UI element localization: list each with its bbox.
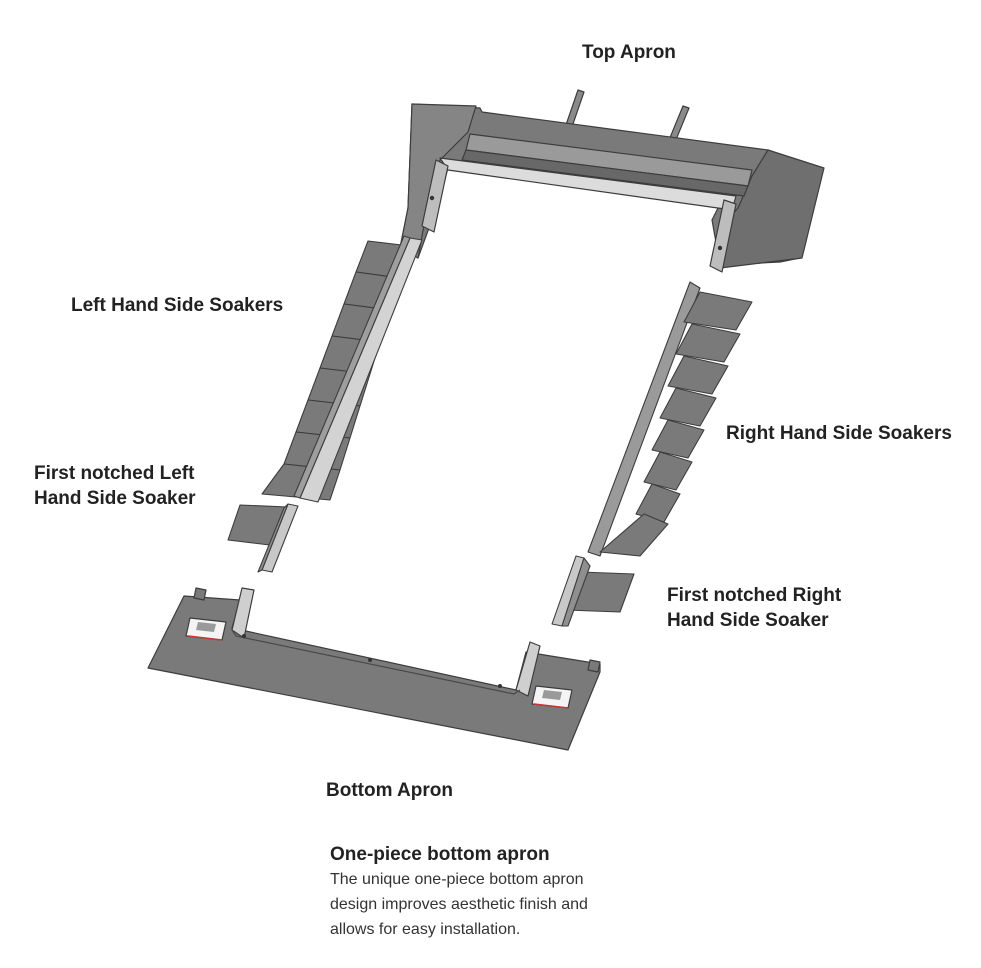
feature-note-body: The unique one-piece bottom apron design… bbox=[330, 867, 650, 942]
feature-note-line-3: allows for easy installation. bbox=[330, 921, 521, 938]
bottom-apron-sticker-left bbox=[185, 617, 227, 641]
label-first-right-soaker-line-1: First notched Right bbox=[667, 585, 842, 606]
label-first-right-soaker-line-2: Hand Side Soaker bbox=[667, 610, 829, 631]
first-notched-left-soaker bbox=[227, 503, 299, 573]
label-top-apron: Top Apron bbox=[582, 42, 676, 63]
top-apron-right-upstand bbox=[709, 199, 737, 273]
first-notched-right-soaker bbox=[551, 555, 635, 627]
label-first-left-soaker-line-2: Hand Side Soaker bbox=[34, 488, 196, 509]
top-apron-left-upstand bbox=[421, 159, 449, 233]
top-apron bbox=[399, 89, 825, 273]
label-bottom-apron: Bottom Apron bbox=[326, 780, 453, 801]
bottom-apron-sticker-right bbox=[531, 685, 573, 709]
bottom-apron-right-upstand bbox=[515, 641, 541, 697]
label-left-soakers: Left Hand Side Soakers bbox=[71, 295, 284, 316]
feature-note: One-piece bottom apron The unique one-pi… bbox=[330, 843, 650, 942]
feature-note-line-2: design improves aesthetic finish and bbox=[330, 896, 588, 913]
right-soakers-upstand bbox=[587, 281, 701, 557]
left-soakers bbox=[261, 235, 423, 503]
bottom-apron bbox=[147, 587, 601, 751]
label-first-right-soaker: First notched Right Hand Side Soaker bbox=[667, 583, 841, 633]
label-first-left-soaker: First notched Left Hand Side Soaker bbox=[34, 461, 196, 511]
feature-note-title: One-piece bottom apron bbox=[330, 844, 550, 865]
label-first-left-soaker-line-1: First notched Left bbox=[34, 463, 195, 484]
label-right-soakers: Right Hand Side Soakers bbox=[726, 423, 952, 444]
right-soakers bbox=[587, 281, 753, 557]
feature-note-line-1: The unique one-piece bottom apron bbox=[330, 871, 584, 888]
